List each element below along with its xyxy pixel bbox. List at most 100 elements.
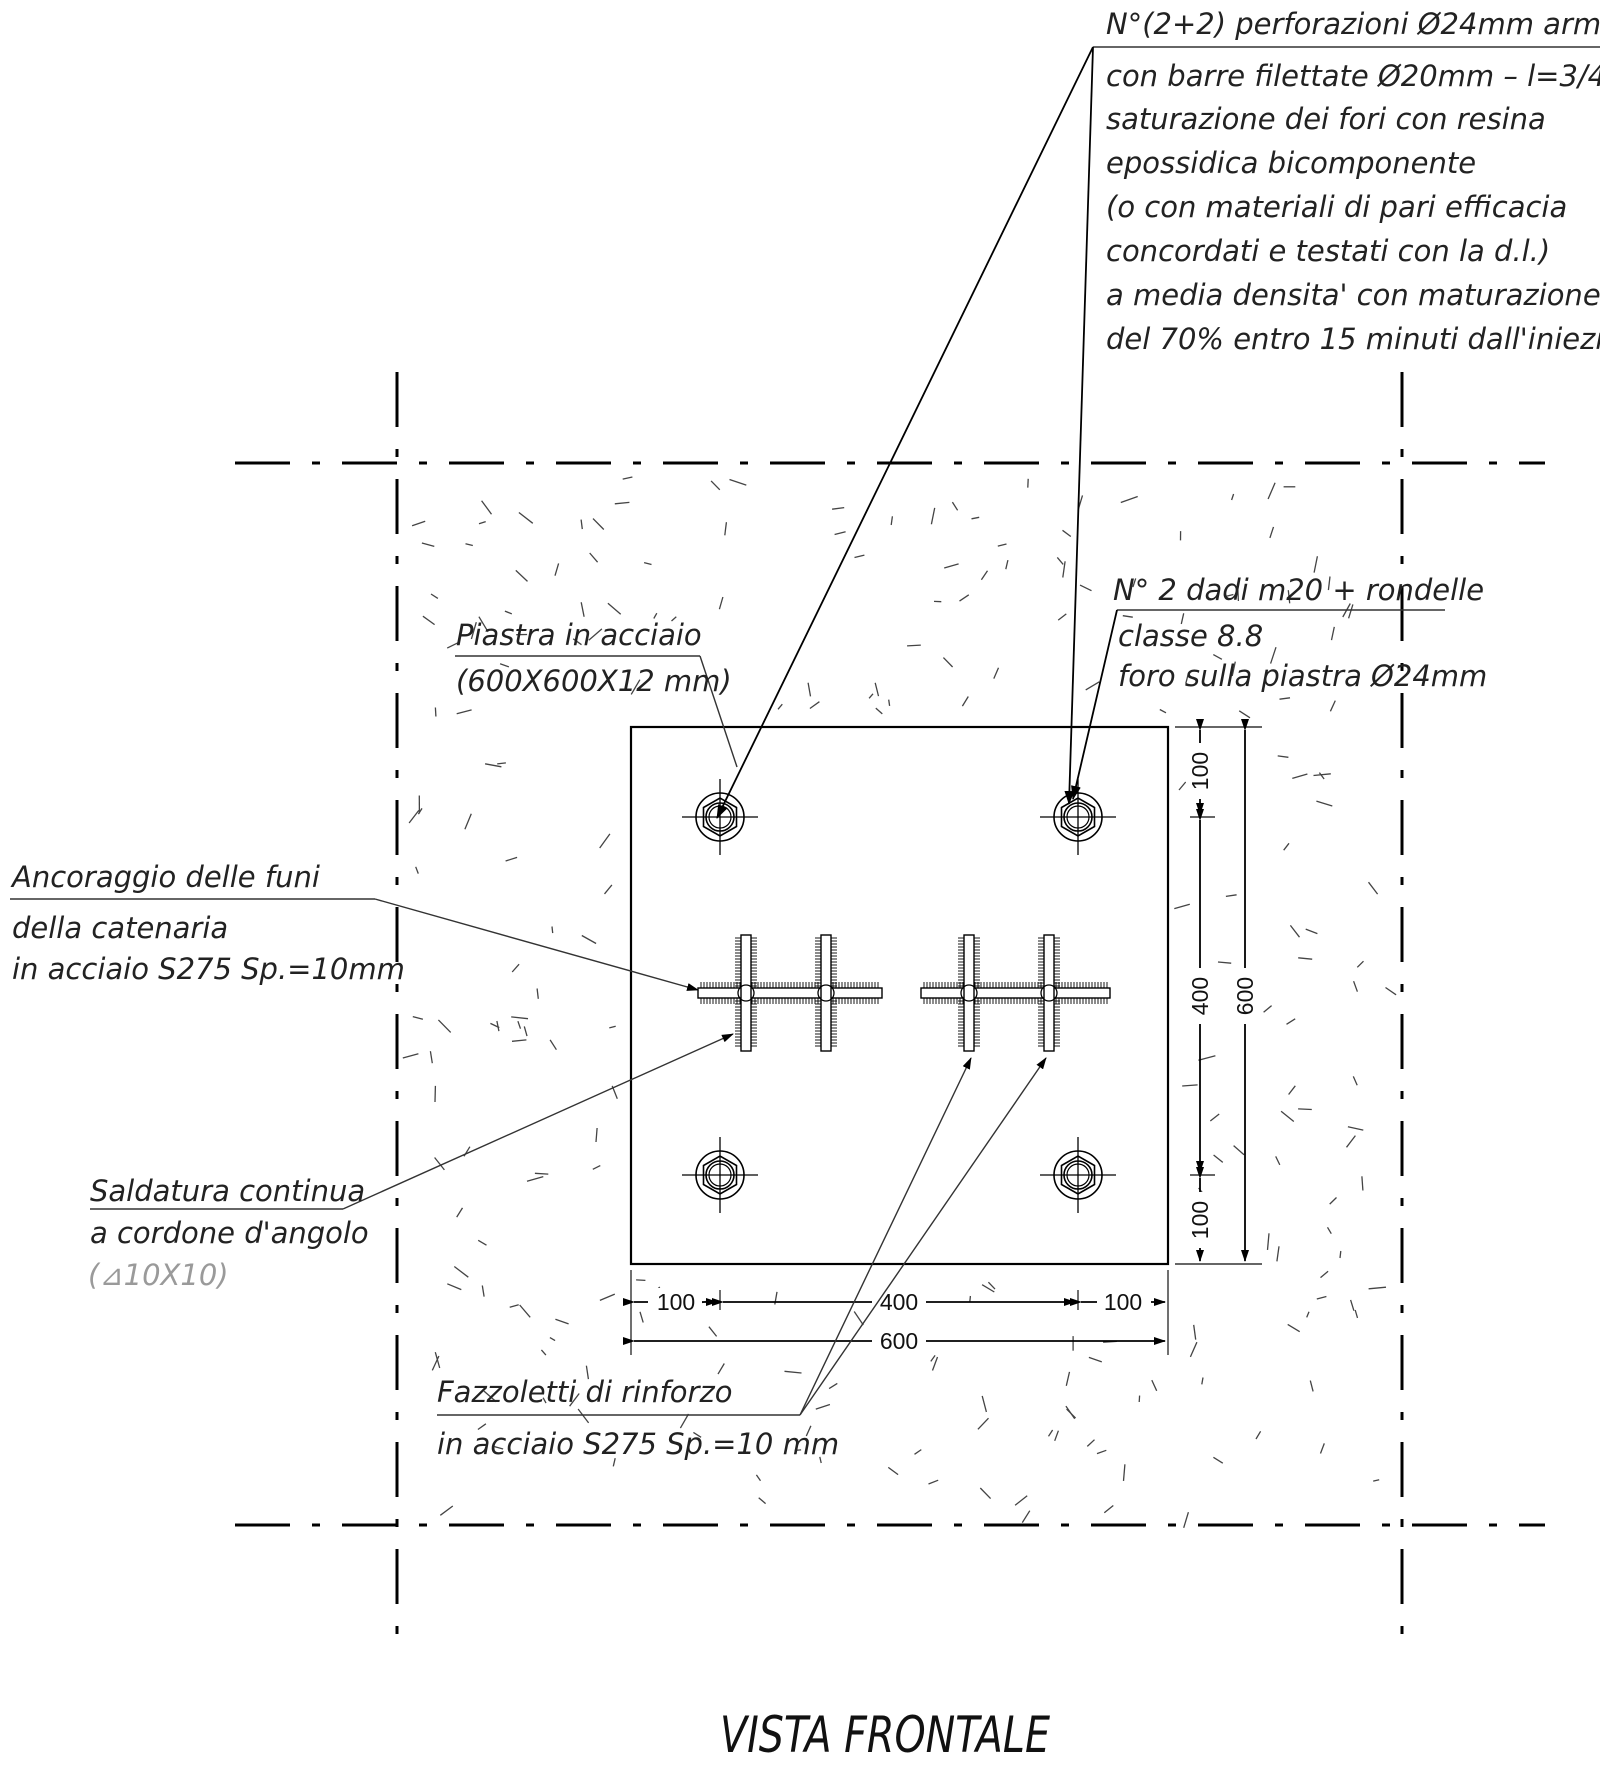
hatch-mark (1159, 708, 1167, 714)
hatch-mark (1373, 1479, 1380, 1482)
hatch-mark (1217, 961, 1232, 964)
hatch-mark (585, 1365, 590, 1380)
dim-v-total: 600 (1232, 977, 1258, 1015)
note-perforazioni-line: del 70% entro 15 minuti dall'iniezione (1106, 322, 1600, 356)
hatch-mark (572, 638, 582, 646)
hatch-mark (784, 1370, 802, 1374)
hatch-mark (1347, 604, 1354, 619)
hatch-mark (961, 696, 969, 707)
hatch-mark (519, 1304, 531, 1318)
hatch-mark (580, 519, 583, 530)
hatch-mark (1326, 1226, 1332, 1235)
hatch-mark (853, 1311, 864, 1326)
dim-h-right: 100 (1104, 1289, 1142, 1315)
hatch-mark (1352, 1076, 1358, 1086)
hatch-mark (1224, 593, 1234, 598)
hatch-mark (1269, 646, 1277, 664)
hatch-mark (497, 762, 506, 765)
hatch-mark (465, 543, 473, 547)
note-dadi-line: foro sulla piastra Ø24mm (1118, 659, 1487, 693)
anchor-bolt (682, 1137, 758, 1213)
hatch-mark (809, 701, 820, 710)
hatch-mark (526, 1175, 544, 1182)
hatch-mark (828, 1382, 838, 1390)
hatch-mark (1178, 781, 1187, 791)
note-saldatura: Saldatura continua a cordone d'angolo (⊿… (88, 1174, 369, 1292)
hatch-mark (1368, 1286, 1387, 1290)
hatch-mark (1047, 1429, 1054, 1437)
hatch-mark (834, 531, 846, 536)
hatch-mark (446, 642, 459, 649)
hatch-mark (807, 682, 812, 697)
hatch-mark (1189, 1341, 1198, 1358)
note-dadi-line: N° 2 dadi m20 + rondelle (1113, 573, 1484, 607)
note-ancoraggio-line: della catenaria (12, 911, 228, 945)
anchor-bolt (1040, 1137, 1116, 1213)
hatch-mark (1347, 1126, 1364, 1131)
hatch-mark (1318, 772, 1325, 780)
hatch-mark (437, 1019, 452, 1033)
hatch-mark (496, 1020, 500, 1032)
hatch-mark (1313, 773, 1331, 777)
note-perforazioni: N°(2+2) perforazioni Ø24mm armate con ba… (1106, 7, 1600, 356)
note-piastra-line: Piastra in acciaio (456, 618, 702, 652)
hatch-mark (515, 569, 528, 582)
hatch-mark (577, 1408, 590, 1424)
note-perforazioni-line: epossidica bicomponente (1106, 146, 1476, 180)
hatch-mark (1279, 697, 1291, 700)
hatch-mark (636, 1279, 646, 1282)
dimension-labels: 100 400 100 600 100 400 100 600 (648, 743, 1259, 1354)
dim-h-left: 100 (657, 1289, 695, 1315)
hatch-mark (494, 1445, 504, 1450)
hatch-mark (518, 511, 534, 524)
hatch-mark (979, 1487, 992, 1500)
hatch-mark (581, 934, 597, 945)
hatch-mark (505, 856, 518, 862)
hatch-mark (639, 1311, 644, 1323)
hatch-mark (429, 1051, 433, 1064)
hatch-mark (832, 506, 845, 510)
hatch-mark (412, 1015, 424, 1020)
hatch-mark (794, 1449, 802, 1452)
concrete-hatch (402, 476, 1397, 1528)
hatch-mark (1238, 710, 1251, 719)
hatch-mark (1287, 590, 1291, 604)
hatch-mark (1209, 1113, 1220, 1122)
hatch-mark (1183, 1512, 1190, 1528)
hatch-mark (1316, 1295, 1327, 1300)
hatch-mark (643, 561, 652, 566)
hatch-mark (1120, 495, 1138, 504)
dim-v-middle: 400 (1187, 977, 1213, 1015)
hatch-mark (1309, 1380, 1314, 1392)
hatch-mark (477, 1423, 487, 1431)
hatch-mark (540, 1349, 547, 1356)
hatch-mark (612, 1458, 616, 1467)
hatch-mark (930, 1355, 936, 1362)
hatch-mark (1327, 576, 1331, 591)
cable-anchor-fins (697, 934, 1111, 1052)
hatch-mark (1339, 1250, 1342, 1259)
hatch-mark (868, 693, 874, 699)
hatch-mark (708, 1326, 718, 1337)
hatch-mark (1255, 1430, 1262, 1440)
hatch-mark (981, 1284, 995, 1293)
hatch-mark (1356, 960, 1364, 968)
hatch-mark (421, 542, 435, 548)
hatch-mark (755, 1474, 762, 1482)
hatch-mark (1054, 1430, 1060, 1442)
hatch-mark (710, 480, 721, 491)
hatch-mark (805, 1425, 812, 1437)
hatch-mark (653, 612, 658, 619)
note-piastra-line: (600X600X12 mm) (456, 664, 732, 698)
dim-v-top: 100 (1187, 752, 1213, 790)
hatch-mark (456, 709, 472, 715)
hatch-mark (1213, 1456, 1224, 1464)
hatch-mark (592, 518, 605, 530)
hatch-mark (431, 1355, 440, 1371)
hatch-mark (1057, 613, 1067, 621)
note-perforazioni-line: con barre filettate Ø20mm – l=3/4b (1106, 59, 1600, 93)
hatch-mark (1088, 1356, 1103, 1363)
note-perforazioni-line: concordati e testati con la d.l.) (1106, 234, 1550, 268)
hatch-mark (411, 520, 426, 527)
